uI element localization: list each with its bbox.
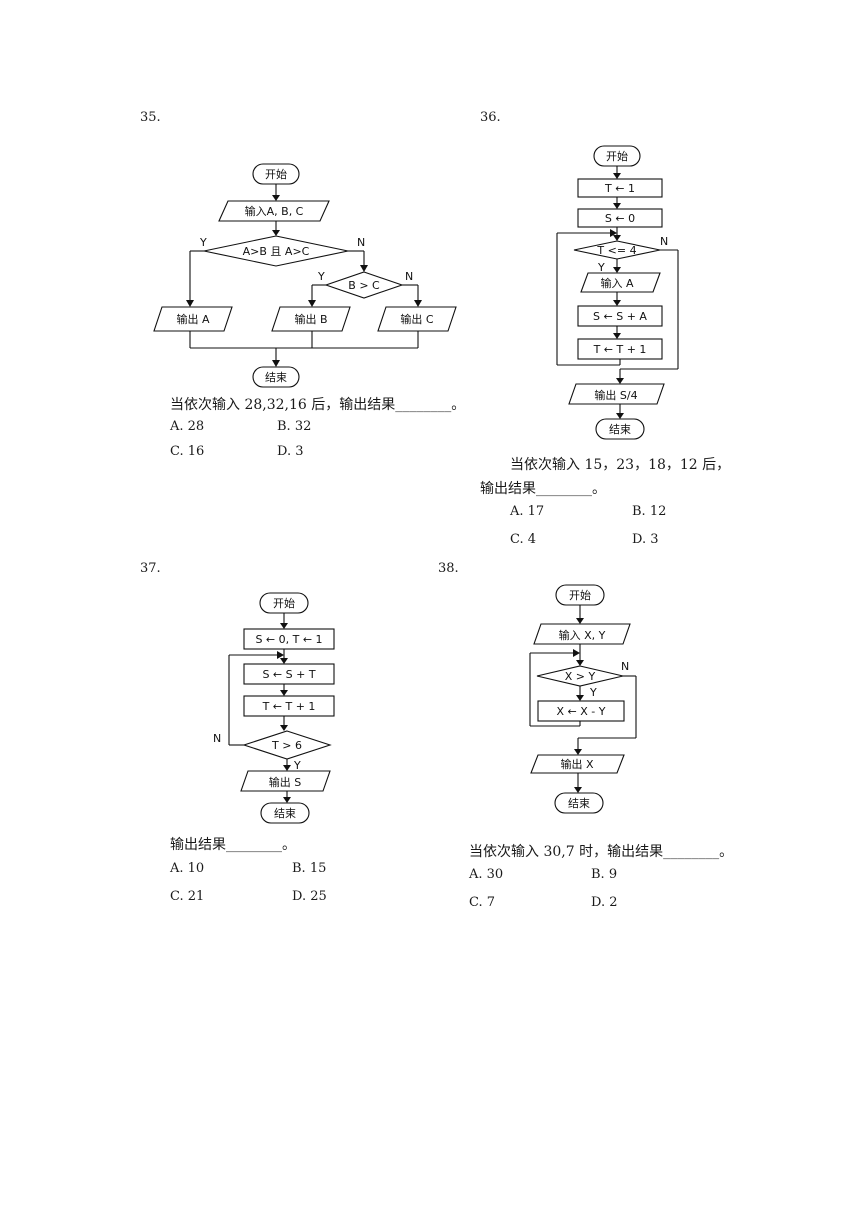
q36-option-d: D. 3 <box>632 532 659 547</box>
q35-output-c-label: 输出 C <box>400 312 433 326</box>
q35-end-label: 结束 <box>265 371 287 384</box>
q38-update-x-label: X ← X - Y <box>557 705 606 718</box>
q38-output-label: 输出 X <box>560 757 593 771</box>
q37-yes: Y <box>293 759 301 772</box>
q37-option-b: B. 15 <box>292 861 327 876</box>
q37-option-a: A. 10 <box>170 861 205 876</box>
q35-cond1-node <box>203 235 349 267</box>
q38-end-node <box>554 792 604 814</box>
q37-init-node <box>243 628 335 650</box>
q38-input-label: 输入 X, Y <box>559 628 606 642</box>
q38-cond-label: X > Y <box>565 670 596 683</box>
q35-yes1: Y <box>199 236 207 249</box>
q36-number: 36. <box>480 110 501 125</box>
q37-option-c: C. 21 <box>170 889 205 904</box>
q36-output-node <box>568 383 665 405</box>
q36-end-label: 结束 <box>609 423 631 436</box>
q37-init-label: S ← 0, T ← 1 <box>255 633 322 646</box>
q37-cond-label: T > 6 <box>271 739 302 752</box>
q38-start-label: 开始 <box>569 588 591 602</box>
q36-init-s-node <box>577 208 663 228</box>
q35-option-d: D. 3 <box>277 444 304 459</box>
q36-init-t-label: T ← 1 <box>604 182 635 195</box>
q36-init-t-node <box>577 178 663 198</box>
q35-output-b-label: 输出 B <box>294 312 327 326</box>
q35-option-b: B. 32 <box>277 419 312 434</box>
q38-no: N <box>621 660 629 673</box>
q35-option-c: C. 16 <box>170 444 205 459</box>
q36-input-node <box>580 272 661 293</box>
q37-output-label: 输出 S <box>269 775 301 789</box>
q35-option-a: A. 28 <box>170 419 205 434</box>
q37-number: 37. <box>140 561 161 576</box>
q36-start-label: 开始 <box>606 149 628 163</box>
q35-no1: N <box>357 236 365 249</box>
q38-option-a: A. 30 <box>469 867 504 882</box>
q36-end-node <box>595 418 645 440</box>
q35-cond2-node <box>324 271 404 299</box>
q37-output-node <box>240 770 331 792</box>
q37-no: N <box>213 732 221 745</box>
q38-option-d: D. 2 <box>591 895 618 910</box>
q36-cond-label: T <= 4 <box>596 244 636 257</box>
q35-output-c-node <box>377 306 457 332</box>
q37-update-s-node <box>243 663 335 685</box>
q36-stem-line2: 输出结果________。 <box>480 481 606 497</box>
q35-number: 35. <box>140 110 161 125</box>
q37-end-label: 结束 <box>274 807 296 820</box>
q37-stem: 输出结果________。 <box>170 837 296 853</box>
q36-input-label: 输入 A <box>600 276 633 290</box>
q38-end-label: 结束 <box>568 797 590 810</box>
q35-stem: 当依次输入 28,32,16 后，输出结果________。 <box>170 397 466 413</box>
q38-input-node <box>533 623 631 645</box>
q37-end-node <box>260 802 310 824</box>
q36-stem-line1: 当依次输入 15，23，18，12 后， <box>510 457 731 473</box>
q38-yes: Y <box>589 686 597 699</box>
q35-no2: N <box>405 270 413 283</box>
q36-yes: Y <box>597 261 605 274</box>
q37-update-t-label: T ← T + 1 <box>262 700 316 713</box>
q36-init-s-label: S ← 0 <box>605 212 635 225</box>
q36-option-a: A. 17 <box>510 504 545 519</box>
q35-cond1-label: A>B 且 A>C <box>243 245 310 258</box>
q37-update-s-label: S ← S + T <box>262 668 315 681</box>
q35-start-label: 开始 <box>265 167 287 181</box>
q37-update-t-node <box>243 695 335 717</box>
q35-input-node <box>218 200 330 222</box>
q37-option-d: D. 25 <box>292 889 327 904</box>
q35-end-node <box>252 366 300 388</box>
q35-input-label: 输入A, B, C <box>245 204 304 218</box>
q36-option-b: B. 12 <box>632 504 667 519</box>
q35-yes2: Y <box>317 270 325 283</box>
q38-update-x-node <box>537 700 625 722</box>
q36-update-t-label: T ← T + 1 <box>593 343 647 356</box>
q37-start-label: 开始 <box>273 596 295 610</box>
q36-update-s-node <box>577 305 663 327</box>
q36-output-label: 输出 S/4 <box>594 388 637 402</box>
q35-cond2-label: B > C <box>348 279 380 292</box>
q38-option-c: C. 7 <box>469 895 496 910</box>
q38-stem: 当依次输入 30,7 时，输出结果________。 <box>469 844 734 860</box>
q36-option-c: C. 4 <box>510 532 537 547</box>
q35-output-b-node <box>271 306 351 332</box>
q36-update-s-label: S ← S + A <box>593 310 647 323</box>
q36-no: N <box>660 235 668 248</box>
q38-option-b: B. 9 <box>591 867 618 882</box>
q38-output-node <box>530 754 625 774</box>
q38-number: 38. <box>438 561 459 576</box>
q35-output-a-label: 输出 A <box>176 312 209 326</box>
q35-output-a-node <box>153 306 233 332</box>
